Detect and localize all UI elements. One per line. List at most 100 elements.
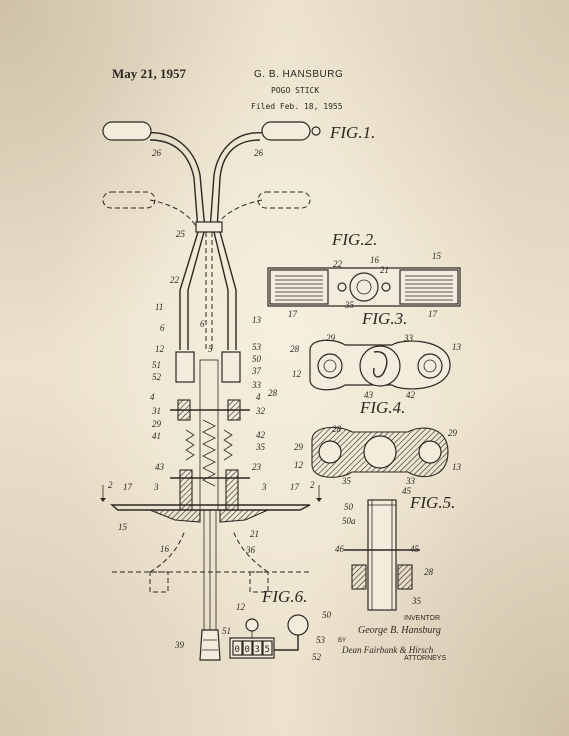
- ref-num: 21: [380, 265, 389, 275]
- ref-num: 16: [160, 544, 170, 554]
- counter-digit-4: 5: [265, 645, 270, 655]
- ref-num: 26: [254, 148, 264, 158]
- ref-num: 45: [410, 544, 420, 554]
- ref-num: 35: [255, 442, 266, 452]
- counter-digit: [252, 640, 263, 656]
- patent-title: POGO STICK: [271, 86, 320, 95]
- ref-num: 17: [123, 482, 133, 492]
- ref-num: 35: [344, 300, 355, 310]
- ref-num: 6: [160, 323, 165, 333]
- ref-num: 6: [200, 319, 205, 329]
- ref-num: 31: [151, 406, 161, 416]
- fig1-pogo-stick: [100, 121, 322, 661]
- filing-date: Filed Feb. 18, 1955: [251, 102, 343, 111]
- ref-num: 29: [448, 428, 458, 438]
- ref-num: 42: [406, 390, 416, 400]
- inventor-signature: George B. Hansburg: [358, 625, 441, 636]
- ref-num: 50: [322, 610, 332, 620]
- ref-num: 50a: [342, 516, 356, 526]
- ref-num: 50: [252, 354, 262, 364]
- patent-date: May 21, 1957: [112, 66, 187, 81]
- ref-num: 33: [403, 333, 414, 343]
- counter-digit-1: 0: [235, 645, 240, 655]
- ref-num: 25: [176, 229, 186, 239]
- counter-digit: [242, 640, 253, 656]
- ref-num: 12: [294, 460, 304, 470]
- fig4-label: FIG.4.: [359, 398, 405, 417]
- ref-num: 3: [261, 482, 267, 492]
- fig1-label: FIG.1.: [329, 123, 375, 142]
- ref-num: 12: [292, 369, 302, 379]
- ref-num: 39: [174, 640, 185, 650]
- fig3-clamp-plate: FIG.3. 29 33 28 13 12 43 42: [290, 309, 462, 400]
- ref-num: 28: [290, 344, 300, 354]
- counter-digit-2: 0: [245, 645, 250, 655]
- ref-num: 45: [402, 486, 412, 496]
- ref-num: 3: [153, 482, 159, 492]
- ref-num: 5: [208, 344, 213, 354]
- left-handle-grip: [102, 121, 152, 141]
- ref-num: 13: [452, 462, 462, 472]
- fig5-label: FIG.5.: [409, 493, 455, 512]
- fig4-clamp-section: FIG.4. 28 29 29 12 13 35 33: [294, 398, 462, 486]
- ref-num: 35: [341, 476, 352, 486]
- ref-num: 28: [268, 388, 278, 398]
- ref-num: 22: [170, 275, 180, 285]
- ref-num: 4: [150, 392, 155, 402]
- ref-num: 26: [152, 148, 162, 158]
- ref-num: 53: [252, 342, 262, 352]
- fig5-lower-section: FIG.5. 45 50 50a 46 45 28 35: [335, 486, 455, 611]
- ref-num: 52: [152, 372, 162, 382]
- ref-num: 12: [236, 602, 246, 612]
- ref-num: 29: [152, 419, 162, 429]
- ref-num: 43: [155, 462, 165, 472]
- ref-num: 23: [252, 462, 262, 472]
- ref-num: 15: [432, 251, 442, 261]
- ref-num: 17: [428, 309, 438, 319]
- ref-num: 21: [250, 529, 259, 539]
- counter-digit-3: 3: [255, 645, 260, 655]
- fig3-label: FIG.3.: [361, 309, 407, 328]
- ref-num: 2: [108, 480, 113, 490]
- right-handle-grip: [261, 121, 311, 141]
- ref-num: 29: [294, 442, 304, 452]
- ref-num: 12: [155, 344, 165, 354]
- ref-num: 42: [256, 430, 266, 440]
- ref-num: 32: [255, 406, 266, 416]
- ref-num: 37: [251, 366, 262, 376]
- fig1-reference-numerals: 26 26 25 22 11 13 6 6 12 5 53 51 50 52 3…: [108, 148, 315, 650]
- fig2-label: FIG.2.: [331, 230, 377, 249]
- fig2-footrest: FIG.2. 22 16 21 15 17 35 17: [267, 230, 461, 319]
- fig6-label: FIG.6.: [261, 587, 307, 606]
- attorneys-signature: Dean Fairbank & Hirsch: [342, 645, 434, 655]
- inventor-header: G. B. HANSBURG: [254, 69, 344, 80]
- ref-num: 51: [222, 626, 231, 636]
- ref-num: 41: [152, 431, 161, 441]
- counter-digit: [262, 640, 273, 656]
- ref-num: 15: [118, 522, 128, 532]
- ref-num: 28: [332, 424, 342, 434]
- ref-num: 36: [245, 545, 256, 555]
- ref-num: 51: [152, 360, 161, 370]
- counter-digit: [232, 640, 243, 656]
- ref-num: 46: [335, 544, 345, 554]
- ref-num: 53: [316, 635, 326, 645]
- inventor-label: INVENTOR: [404, 615, 441, 622]
- fig6-counter: FIG.6. 0 0 3 5 12 50 51 53 52: [222, 587, 332, 662]
- ref-num: 22: [333, 259, 343, 269]
- ref-num: 2: [310, 480, 315, 490]
- ref-num: 52: [312, 652, 322, 662]
- ref-num: 16: [370, 255, 380, 265]
- ref-num: 17: [288, 309, 298, 319]
- ref-num: 50: [344, 502, 354, 512]
- ref-num: 17: [290, 482, 300, 492]
- ref-num: 33: [251, 380, 262, 390]
- ref-num: 35: [411, 596, 422, 606]
- ref-num: 11: [155, 302, 163, 312]
- ref-num: 13: [452, 342, 462, 352]
- ref-num: 43: [364, 390, 374, 400]
- by-label: BY: [338, 638, 347, 644]
- attorneys-label: ATTORNEYS: [404, 655, 447, 662]
- ref-num: 13: [252, 315, 262, 325]
